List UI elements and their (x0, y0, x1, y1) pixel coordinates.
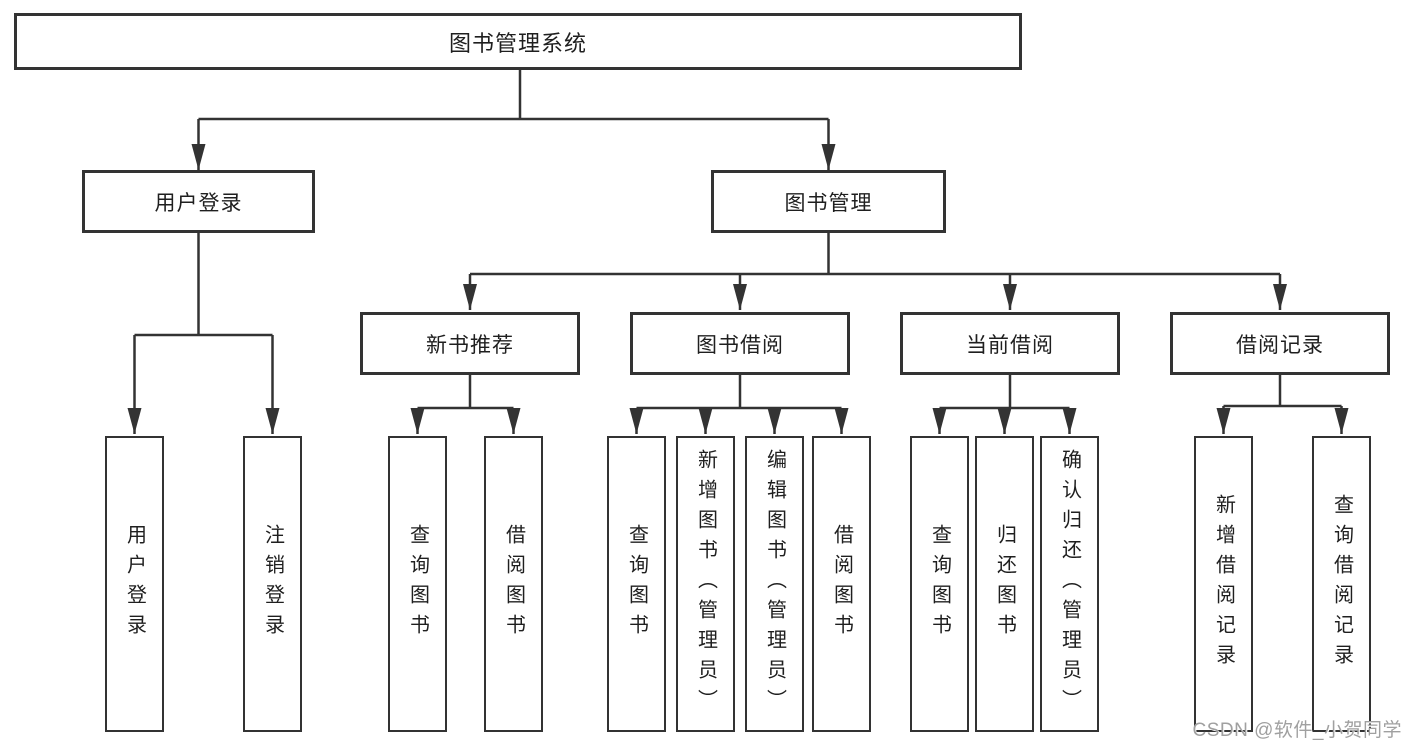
leaf-confirm-return-admin: 确认归还（管理员） (1040, 436, 1099, 732)
leaf-borrow-books-borrow: 借阅图书 (812, 436, 871, 732)
leaf-edit-book-admin: 编辑图书（管理员） (745, 436, 804, 732)
edges-root-to-level2 (191, 70, 836, 170)
node-label: 用户登录 (154, 191, 243, 215)
leaf-return-book: 归还图书 (975, 436, 1034, 732)
leaf-add-borrow-record: 新增借阅记录 (1194, 436, 1253, 732)
node-label: 编辑图书（管理员） (763, 449, 786, 719)
edges-new-book-recommend-children (410, 375, 521, 434)
node-user-login: 用户登录 (82, 170, 315, 233)
leaf-user-login: 用户登录 (105, 436, 164, 732)
node-library-management-system: 图书管理系统 (14, 13, 1022, 70)
node-book-borrow: 图书借阅 (630, 312, 850, 375)
csdn-watermark: CSDN @软件_小贺同学 (1192, 720, 1402, 741)
node-new-book-recommend: 新书推荐 (360, 312, 580, 375)
leaf-add-book-admin: 新增图书（管理员） (676, 436, 735, 732)
node-label: 新增借阅记录 (1212, 494, 1235, 674)
node-label: 新书推荐 (426, 333, 514, 357)
node-label: 查询图书 (625, 524, 648, 644)
leaf-query-books-current: 查询图书 (910, 436, 969, 732)
node-label: 确认归还（管理员） (1058, 449, 1081, 719)
node-label: 归还图书 (993, 524, 1016, 644)
leaf-query-books-borrow: 查询图书 (607, 436, 666, 732)
node-label: 图书管理 (784, 191, 873, 215)
node-label: 新增图书（管理员） (694, 449, 717, 719)
node-label: 借阅图书 (502, 524, 525, 644)
node-label: 借阅记录 (1236, 333, 1324, 357)
node-label: 注销登录 (261, 524, 284, 644)
edges-book-borrow-children (629, 375, 849, 434)
node-label: 用户登录 (123, 524, 146, 644)
leaf-logout: 注销登录 (243, 436, 302, 732)
node-current-borrow: 当前借阅 (900, 312, 1120, 375)
leaf-query-borrow-record: 查询借阅记录 (1312, 436, 1371, 732)
node-borrow-records: 借阅记录 (1170, 312, 1390, 375)
node-label: 查询借阅记录 (1330, 494, 1353, 674)
leaf-query-books-recommend: 查询图书 (388, 436, 447, 732)
edges-book-management-to-level3 (463, 233, 1287, 310)
node-label: 查询图书 (406, 524, 429, 644)
leaf-borrow-books-recommend: 借阅图书 (484, 436, 543, 732)
edges-borrow-records-children (1216, 375, 1349, 434)
node-label: 借阅图书 (830, 524, 853, 644)
edges-user-login-children (127, 233, 280, 434)
node-book-management: 图书管理 (711, 170, 946, 233)
edges-current-borrow-children (932, 375, 1077, 434)
node-label: 当前借阅 (966, 333, 1054, 357)
node-label: 图书管理系统 (448, 30, 587, 56)
node-label: 查询图书 (928, 524, 951, 644)
node-label: 图书借阅 (696, 333, 784, 357)
